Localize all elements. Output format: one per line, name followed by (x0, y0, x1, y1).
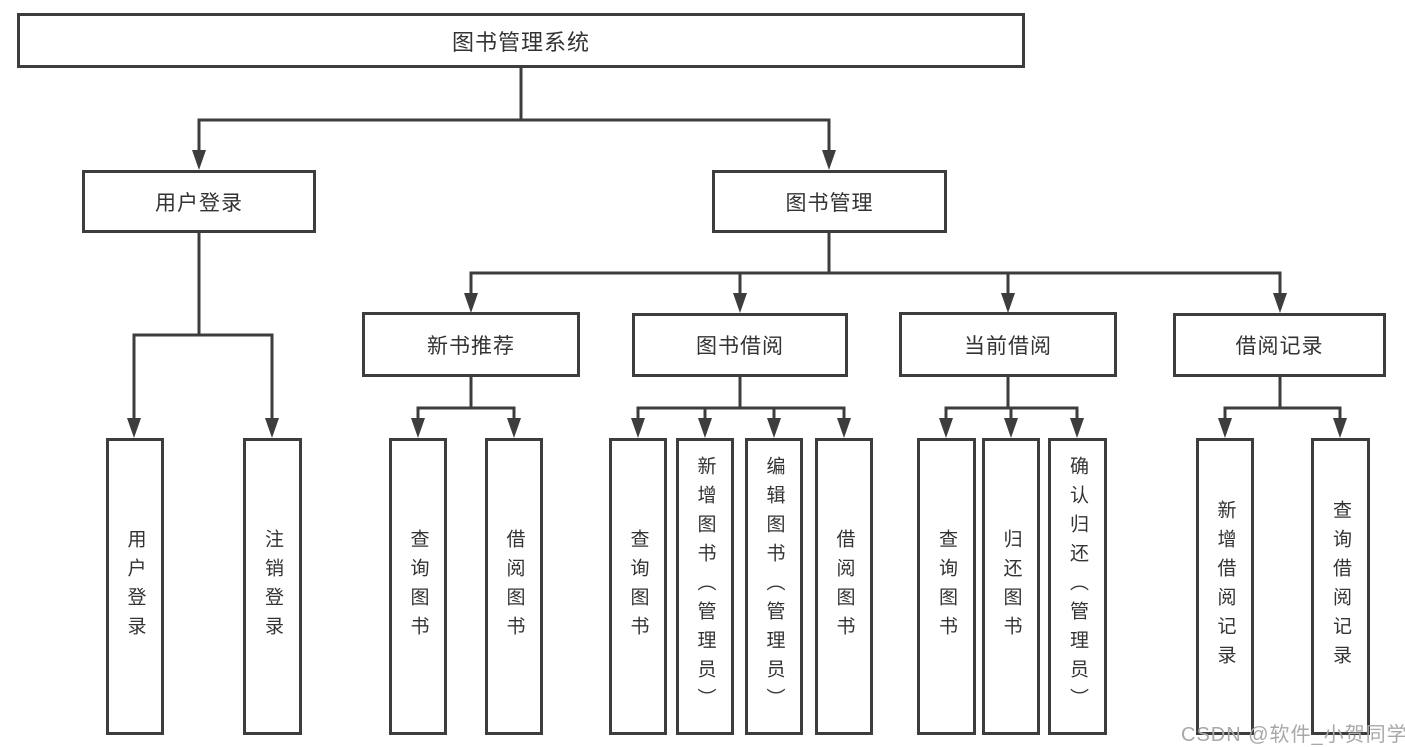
node-label: 确认归还（管理员） (1067, 456, 1088, 717)
leaf-user-login: 用户登录 (106, 438, 164, 735)
node-label: 图书管理 (785, 191, 874, 215)
node-label: 新增图书（管理员） (694, 456, 716, 717)
leaf-query-books-1: 查询图书 (389, 438, 447, 735)
node-label: 查询图书 (627, 528, 649, 645)
node-label: 图书借阅 (696, 335, 784, 358)
node-book-borrowing: 图书借阅 (632, 313, 848, 377)
node-label: 注销登录 (262, 528, 283, 645)
node-label: 借阅记录 (1235, 335, 1324, 358)
leaf-edit-books-admin: 编辑图书（管理员） (745, 438, 803, 735)
csdn-watermark: CSDN @软件_小贺同学 (1181, 724, 1405, 746)
leaf-return-books: 归还图书 (982, 438, 1040, 735)
leaf-borrow-books-1: 借阅图书 (485, 438, 543, 735)
node-label: 查询图书 (407, 528, 429, 645)
node-label: 新增借阅记录 (1214, 499, 1236, 674)
leaf-borrow-books-2: 借阅图书 (815, 438, 873, 735)
node-user-login-branch: 用户登录 (82, 170, 316, 233)
node-book-management-branch: 图书管理 (712, 170, 947, 233)
node-label: 用户登录 (155, 191, 243, 215)
node-label: 查询图书 (936, 528, 957, 645)
node-borrowing-records: 借阅记录 (1173, 313, 1386, 377)
leaf-add-borrow-record: 新增借阅记录 (1196, 438, 1254, 735)
leaf-query-borrow-record: 查询借阅记录 (1311, 438, 1370, 735)
node-label: 归还图书 (1000, 528, 1022, 645)
node-label: 借阅图书 (833, 528, 855, 645)
node-label: 编辑图书（管理员） (763, 456, 785, 717)
node-label: 用户登录 (124, 528, 146, 645)
leaf-query-books-3: 查询图书 (917, 438, 976, 735)
node-label: 当前借阅 (964, 334, 1052, 358)
node-label: 新书推荐 (427, 334, 515, 358)
leaf-logout: 注销登录 (243, 438, 302, 735)
node-current-borrowing: 当前借阅 (899, 312, 1117, 377)
leaf-confirm-return-admin: 确认归还（管理员） (1048, 438, 1107, 735)
node-new-book-recommend: 新书推荐 (362, 312, 580, 377)
leaf-add-books-admin: 新增图书（管理员） (676, 438, 734, 735)
leaf-query-books-2: 查询图书 (609, 438, 667, 735)
node-label: 借阅图书 (503, 528, 525, 645)
node-label: 图书管理系统 (451, 29, 590, 55)
node-label: 查询借阅记录 (1330, 499, 1351, 674)
node-library-management-system: 图书管理系统 (17, 13, 1025, 68)
